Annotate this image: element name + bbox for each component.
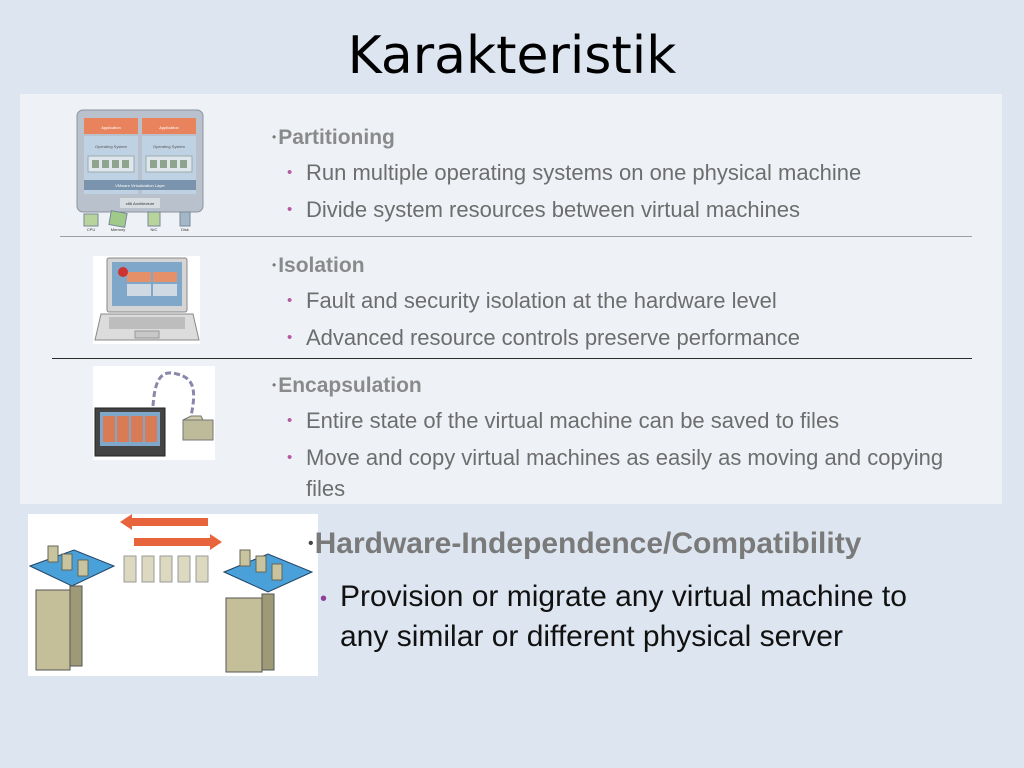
bullet-text: Entire state of the virtual machine can … <box>306 408 840 433</box>
feature-bullet: • Provision or migrate any virtual machin… <box>308 577 958 657</box>
section-heading: •Partitioning <box>272 124 972 151</box>
divider <box>52 358 972 359</box>
diagram-label: VMware Virtualization Layer <box>115 183 165 188</box>
section-isolation: •Isolation •Fault and security isolation… <box>272 252 972 353</box>
bullet-item: • Advanced resource controls preserve per… <box>272 322 972 353</box>
bullet: • <box>287 201 293 218</box>
diagram-label: NIC <box>151 227 158 232</box>
partitioning-diagram: Application Application Operating System… <box>76 108 204 232</box>
slide-title: Karakteristik <box>347 26 677 86</box>
bullet-text: Advanced resource controls preserve perf… <box>306 325 801 350</box>
diagram-label: CPU <box>87 227 96 232</box>
diagram-label: Memory <box>111 227 125 232</box>
bullet: • <box>272 258 277 272</box>
bullet-item: • Fault and security isolation at the har… <box>272 285 972 316</box>
bullet-item: • Run multiple operating systems on one p… <box>272 157 972 188</box>
diagram-label: Disk <box>181 227 189 232</box>
section-heading: •Encapsulation <box>272 372 972 399</box>
section-encapsulation: •Encapsulation •Entire state of the virt… <box>272 372 972 504</box>
bullet-text: Move and copy virtual machines as easily… <box>306 445 944 501</box>
heading-text: Partitioning <box>278 126 395 149</box>
bullet: • <box>320 588 328 610</box>
section-partitioning: •Partitioning •Run multiple operating sy… <box>272 124 972 225</box>
feature-hardware-independence: •Hardware-Independence/Compatibility •Pr… <box>308 525 1008 657</box>
divider <box>60 236 972 237</box>
migration-image <box>28 514 318 676</box>
bullet-text: Divide system resources between virtual … <box>306 197 800 222</box>
diagram-label: Operating System <box>153 144 186 149</box>
bullet-item: • Entire state of the virtual machine can… <box>272 405 972 436</box>
bullet: • <box>287 164 293 181</box>
bullet-text: Provision or migrate any virtual machine… <box>340 580 907 653</box>
bullet-text: Run multiple operating systems on one ph… <box>306 160 862 185</box>
bullet: • <box>308 535 314 552</box>
bullet-item: • Move and copy virtual machines as easil… <box>272 442 952 504</box>
heading-text: Hardware-Independence/Compatibility <box>314 527 862 560</box>
bullet-text: Fault and security isolation at the hard… <box>306 288 777 313</box>
encapsulation-image <box>93 366 215 460</box>
section-heading: •Isolation <box>272 252 972 279</box>
bullet: • <box>287 292 293 309</box>
bullet: • <box>287 449 293 466</box>
bullet: • <box>287 329 293 346</box>
bullet: • <box>272 378 277 392</box>
heading-text: Isolation <box>278 254 365 277</box>
laptop-image <box>93 256 200 344</box>
diagram-label: Operating System <box>95 144 128 149</box>
heading-text: Encapsulation <box>278 374 422 397</box>
bullet: • <box>287 412 293 429</box>
diagram-label: Application <box>101 125 121 130</box>
feature-heading: •Hardware-Independence/Compatibility <box>308 525 1008 563</box>
bullet: • <box>272 130 277 144</box>
diagram-label: Application <box>159 125 179 130</box>
bullet-item: • Divide system resources between virtual… <box>272 194 972 225</box>
diagram-label: x86 Architecture <box>126 201 155 206</box>
